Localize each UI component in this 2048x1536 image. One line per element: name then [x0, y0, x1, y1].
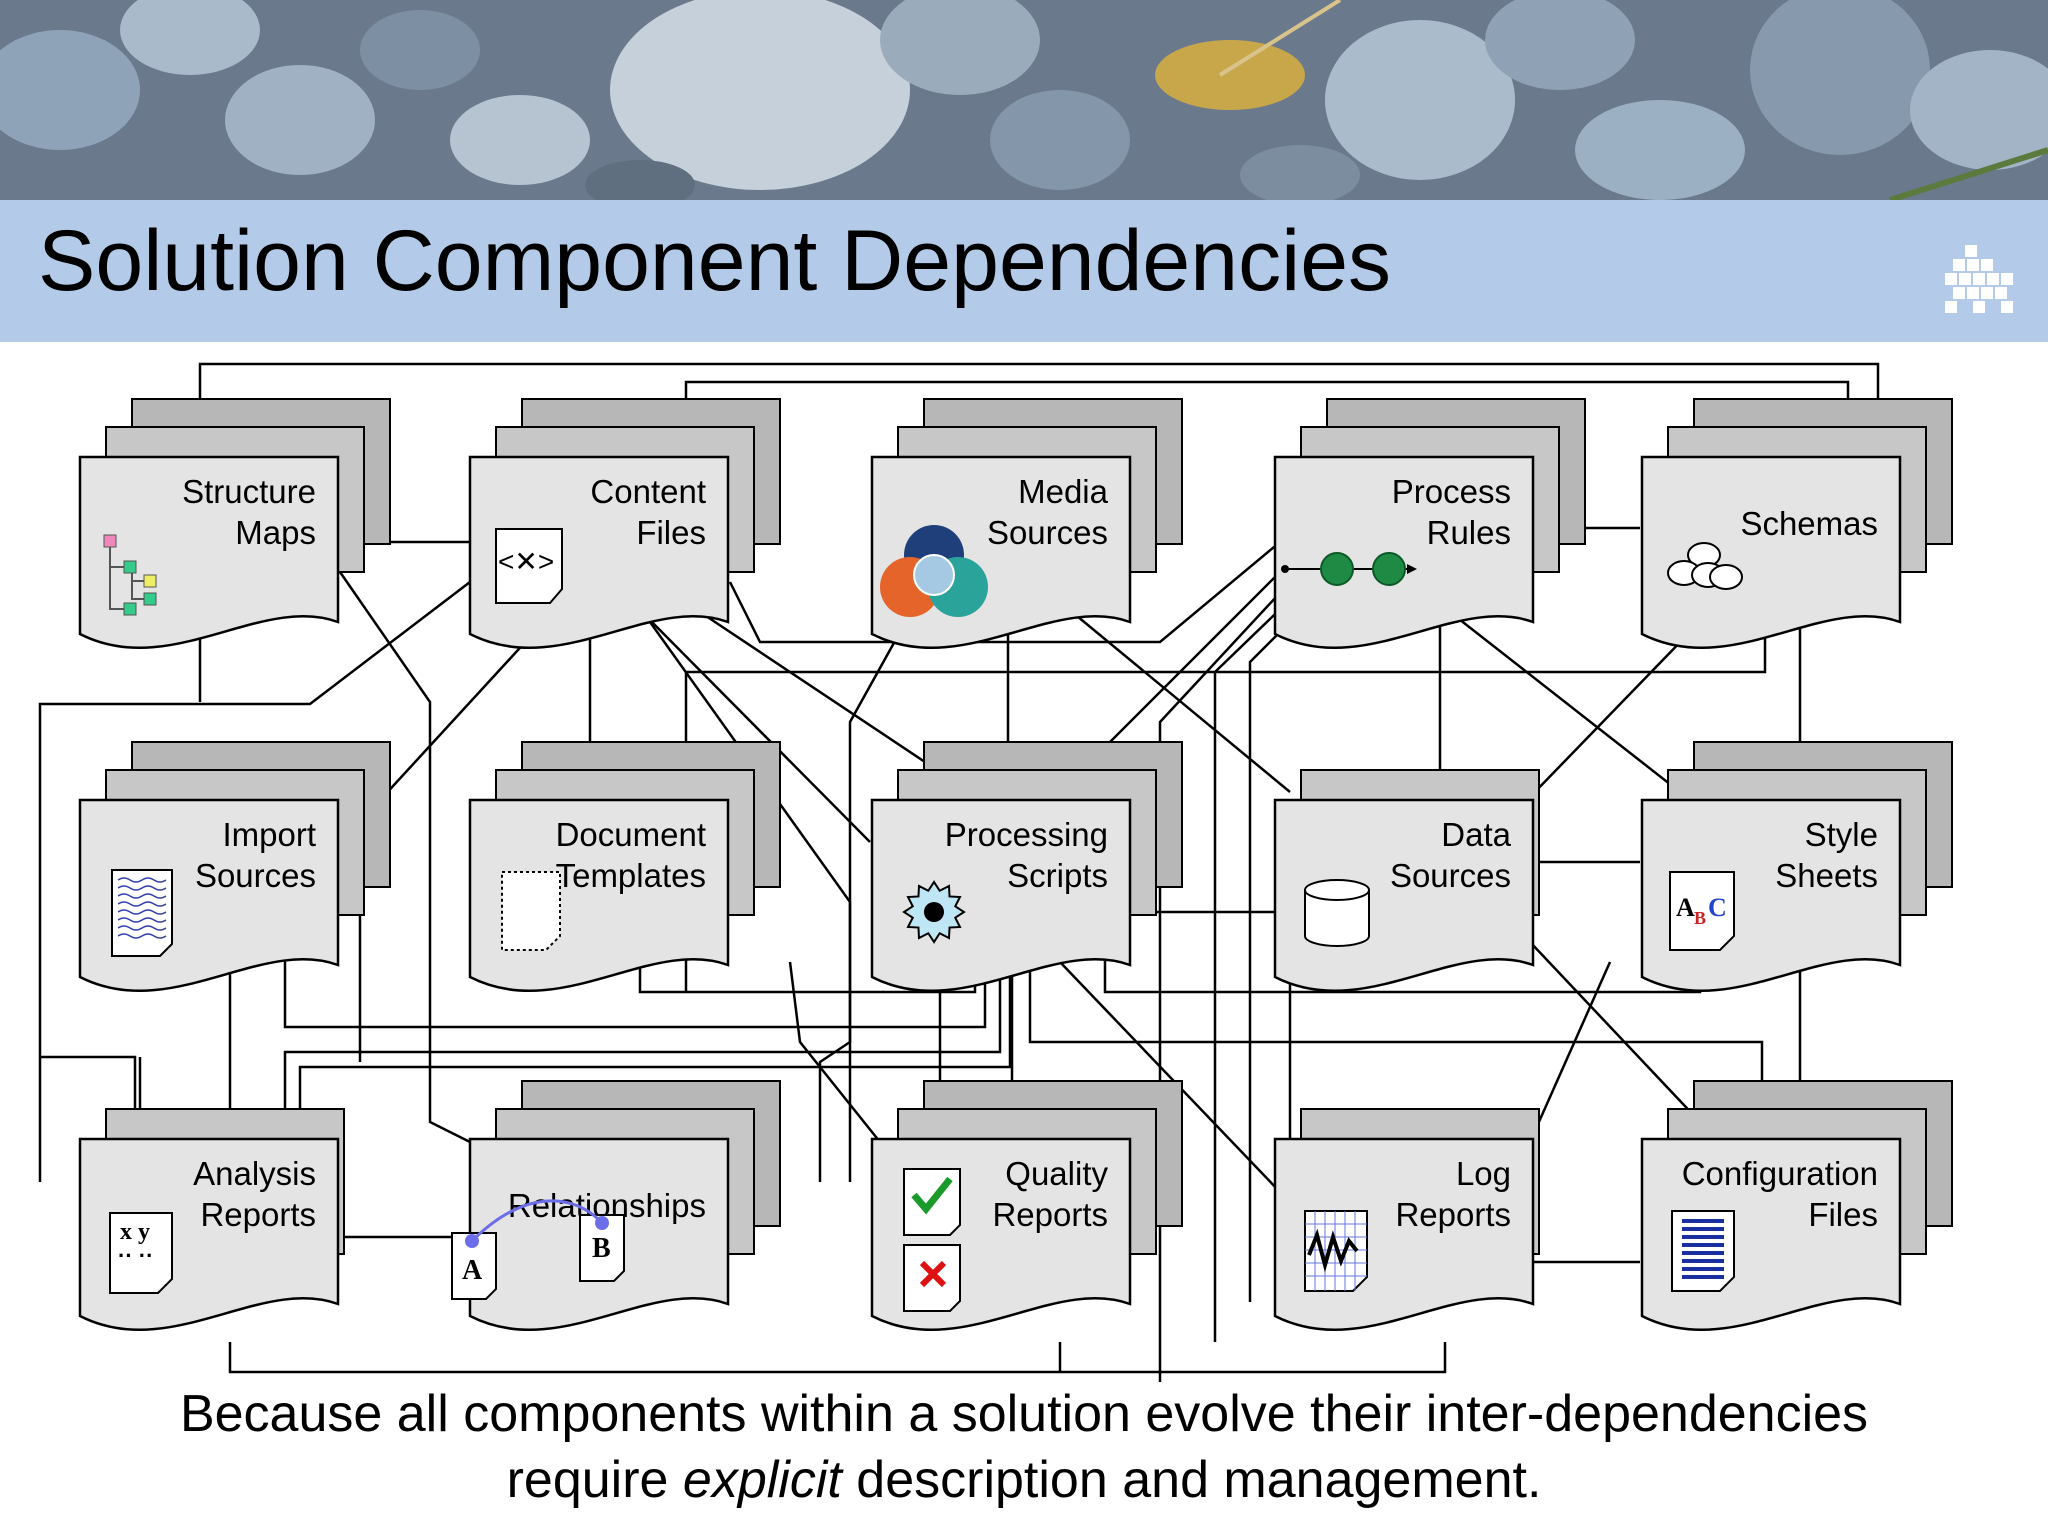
wavy-document-icon: [111, 869, 173, 957]
component-label: Quality: [1005, 1155, 1108, 1192]
component-label: Log: [1456, 1155, 1511, 1192]
component-label: Sources: [987, 514, 1108, 551]
component-label: Sources: [195, 857, 316, 894]
component-label: Maps: [235, 514, 316, 551]
component-label: Style: [1805, 816, 1878, 853]
footer-line-2-start: require: [506, 1451, 683, 1509]
process-flow-icon: [1281, 552, 1417, 586]
config-document-icon: [1671, 1210, 1735, 1292]
svg-text:A: A: [462, 1255, 483, 1286]
dot-grid-logo-icon: [1945, 245, 2013, 313]
log-chart-icon: [1304, 1210, 1368, 1292]
title-bar: [0, 200, 2048, 342]
component-label: Sheets: [1775, 857, 1878, 894]
database-icon: [1304, 879, 1370, 947]
xml-document-icon: <✕>: [495, 528, 563, 604]
xy-document-icon: x y·· ··: [109, 1212, 173, 1294]
component-label: Configuration: [1682, 1155, 1878, 1192]
component-box: [1640, 455, 1902, 650]
component-label: Files: [1808, 1196, 1878, 1233]
gear-icon: [902, 880, 966, 944]
footer-line-2-end: description and management.: [841, 1451, 1542, 1509]
component-label: Content: [590, 473, 706, 510]
footer-line-1: Because all components within a solution…: [179, 1385, 1869, 1443]
svg-text:B: B: [1694, 908, 1706, 928]
svg-text:<✕>: <✕>: [498, 546, 554, 577]
component-label: Process: [1392, 473, 1511, 510]
page-title: Solution Component Dependencies: [38, 213, 1392, 309]
component-label: Document: [556, 816, 706, 853]
component-label: Reports: [1395, 1196, 1511, 1233]
footer-line-2: require explicit description and managem…: [0, 1450, 2048, 1510]
component-label: Analysis: [193, 1155, 316, 1192]
blank-document-icon: [501, 871, 561, 951]
component-box: [870, 798, 1132, 993]
footer-emphasis: explicit: [682, 1451, 842, 1509]
component-label: Processing: [945, 816, 1108, 853]
component-label: Media: [1018, 473, 1109, 510]
ab-link-icon: AB: [451, 1199, 625, 1300]
svg-text:B: B: [592, 1233, 611, 1264]
header-photo-banner: [0, 0, 2048, 200]
component-label: Schemas: [1740, 505, 1878, 542]
check-cross-icon: [903, 1168, 961, 1312]
component-label: Reports: [200, 1196, 316, 1233]
component-label: Scripts: [1007, 857, 1108, 894]
component-label: Structure: [182, 473, 316, 510]
bubbles-icon: [1667, 542, 1743, 590]
dependency-connectors: [38, 362, 1880, 1382]
svg-text:C: C: [1708, 893, 1727, 922]
river-stones-image: [0, 0, 2048, 200]
venn-cycle-icon: [880, 525, 988, 617]
component-label: Data: [1441, 816, 1511, 853]
svg-text:A: A: [1676, 893, 1695, 922]
component-label: Templates: [556, 857, 706, 894]
component-label: Sources: [1390, 857, 1511, 894]
component-label: Files: [636, 514, 706, 551]
svg-text:·· ··: ·· ··: [118, 1243, 153, 1268]
component-schemas: Schemas: [1640, 398, 1953, 650]
component-label: Reports: [992, 1196, 1108, 1233]
component-label: Import: [222, 816, 316, 853]
svg-text:x y: x y: [120, 1219, 150, 1245]
component-label: Rules: [1427, 514, 1511, 551]
component-box: [1273, 455, 1535, 650]
